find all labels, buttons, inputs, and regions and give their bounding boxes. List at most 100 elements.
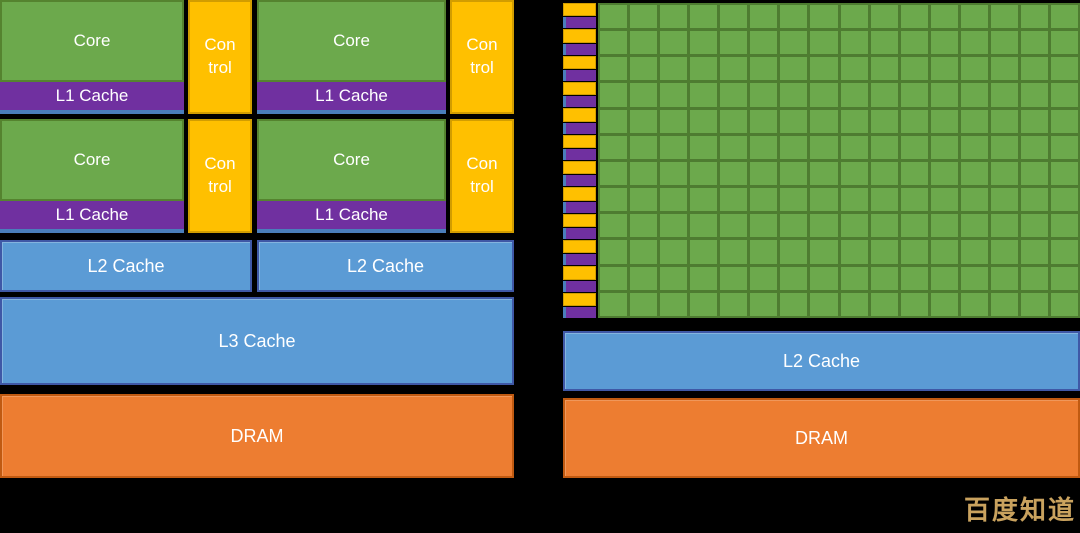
gpu-core-cell bbox=[960, 57, 988, 81]
gpu-core-cell bbox=[900, 31, 928, 55]
l1-cache-label: L1 Cache bbox=[55, 86, 129, 105]
control-block: Con trol bbox=[188, 0, 252, 114]
gpu-core-cell bbox=[840, 266, 868, 290]
bus-bar bbox=[257, 110, 446, 114]
gpu-core-cell bbox=[1020, 83, 1048, 107]
gpu-core-cell bbox=[690, 292, 718, 316]
gpu-core-cell bbox=[630, 188, 658, 212]
gpu-core-cell bbox=[1050, 188, 1078, 212]
gpu-core-cell bbox=[840, 5, 868, 29]
control-block: Con trol bbox=[450, 0, 514, 114]
control-label-line1: Con bbox=[466, 35, 498, 55]
gpu-core-cell bbox=[930, 214, 958, 238]
gpu-core-cell bbox=[780, 214, 808, 238]
cpu-l2-cache-block: L2 Cache bbox=[0, 240, 252, 292]
gpu-core-cell bbox=[690, 188, 718, 212]
gpu-core-cell bbox=[630, 83, 658, 107]
gpu-core-cell bbox=[660, 57, 688, 81]
gpu-core-cell bbox=[900, 135, 928, 159]
l1-cache-block: L1 Cache bbox=[0, 82, 184, 110]
dram-label: DRAM bbox=[795, 427, 848, 448]
gpu-core-cell bbox=[660, 135, 688, 159]
gpu-core-cell bbox=[810, 135, 838, 159]
gpu-control-stripe bbox=[563, 240, 596, 254]
gpu-core-cell bbox=[990, 240, 1018, 264]
gpu-core-cell bbox=[750, 188, 778, 212]
gpu-core-cell bbox=[900, 292, 928, 316]
gpu-core-cell bbox=[1050, 31, 1078, 55]
control-label-line2: trol bbox=[208, 177, 232, 196]
gpu-core-cell bbox=[930, 83, 958, 107]
gpu-core-cell bbox=[810, 292, 838, 316]
control-label-line2: trol bbox=[208, 58, 232, 77]
gpu-core-cell bbox=[840, 240, 868, 264]
gpu-core-cell bbox=[810, 161, 838, 186]
gpu-core-cell bbox=[960, 135, 988, 159]
gpu-core-cell bbox=[840, 161, 868, 186]
gpu-core-cell bbox=[960, 109, 988, 133]
gpu-core-cell bbox=[690, 57, 718, 81]
gpu-core-cell bbox=[600, 214, 628, 238]
cpu-core-block: Core bbox=[257, 119, 446, 201]
cpu-core-column: Core L1 Cache bbox=[0, 119, 184, 233]
gpu-core-cell bbox=[720, 109, 748, 133]
gpu-core-cell bbox=[780, 135, 808, 159]
gpu-core-cell bbox=[780, 31, 808, 55]
gpu-core-cell bbox=[780, 5, 808, 29]
gpu-core-cell bbox=[600, 292, 628, 316]
gpu-core-cell bbox=[630, 266, 658, 290]
gpu-core-cell bbox=[600, 83, 628, 107]
bus-bar bbox=[0, 110, 184, 114]
gpu-core-cell bbox=[990, 292, 1018, 316]
gpu-core-cell bbox=[900, 109, 928, 133]
gpu-core-cell bbox=[930, 292, 958, 316]
gpu-core-cell bbox=[810, 109, 838, 133]
gpu-core-cell bbox=[750, 57, 778, 81]
gpu-core-cell bbox=[750, 161, 778, 186]
gpu-core-cell bbox=[780, 161, 808, 186]
cpu-core-block: Core bbox=[257, 0, 446, 82]
gpu-cache-stripe bbox=[563, 17, 596, 29]
gpu-core-cell bbox=[660, 266, 688, 290]
gpu-core-cell bbox=[990, 31, 1018, 55]
gpu-core-cell bbox=[600, 57, 628, 81]
gpu-diagram: L2 Cache DRAM bbox=[563, 3, 1080, 533]
dram-label: DRAM bbox=[230, 425, 284, 446]
gpu-core-grid bbox=[598, 3, 1080, 318]
gpu-core-cell bbox=[960, 83, 988, 107]
gpu-core-cell bbox=[930, 31, 958, 55]
gpu-core-cell bbox=[1050, 214, 1078, 238]
gpu-core-cell bbox=[1020, 109, 1048, 133]
gpu-core-cell bbox=[930, 161, 958, 186]
gpu-cache-stripe bbox=[563, 122, 596, 134]
gpu-core-cell bbox=[750, 109, 778, 133]
cpu-l2-cache-block: L2 Cache bbox=[257, 240, 514, 292]
gpu-core-cell bbox=[660, 214, 688, 238]
gpu-core-cell bbox=[930, 109, 958, 133]
gpu-core-cell bbox=[600, 31, 628, 55]
gpu-core-cell bbox=[750, 266, 778, 290]
gpu-core-cell bbox=[870, 188, 898, 212]
gpu-core-cell bbox=[1050, 135, 1078, 159]
cpu-core-unit: Core L1 Cache Con trol bbox=[257, 119, 514, 233]
l3-cache-label: L3 Cache bbox=[218, 330, 296, 351]
bus-bar bbox=[0, 229, 184, 233]
gpu-core-cell bbox=[960, 266, 988, 290]
gpu-core-cell bbox=[990, 188, 1018, 212]
gpu-core-cell bbox=[810, 188, 838, 212]
gpu-core-cell bbox=[840, 31, 868, 55]
gpu-core-cell bbox=[1020, 31, 1048, 55]
gpu-core-cell bbox=[960, 214, 988, 238]
control-label-line2: trol bbox=[470, 177, 494, 196]
gpu-core-cell bbox=[720, 266, 748, 290]
l1-cache-block: L1 Cache bbox=[257, 82, 446, 110]
gpu-core-cell bbox=[960, 161, 988, 186]
gpu-core-cell bbox=[660, 161, 688, 186]
gpu-core-cell bbox=[900, 57, 928, 81]
gpu-core-cell bbox=[1050, 57, 1078, 81]
gpu-core-cell bbox=[870, 214, 898, 238]
gpu-core-cell bbox=[1050, 5, 1078, 29]
gpu-core-cell bbox=[840, 83, 868, 107]
gpu-control-stripe bbox=[563, 108, 596, 122]
cpu-core-unit: Core L1 Cache Con trol bbox=[0, 119, 252, 233]
